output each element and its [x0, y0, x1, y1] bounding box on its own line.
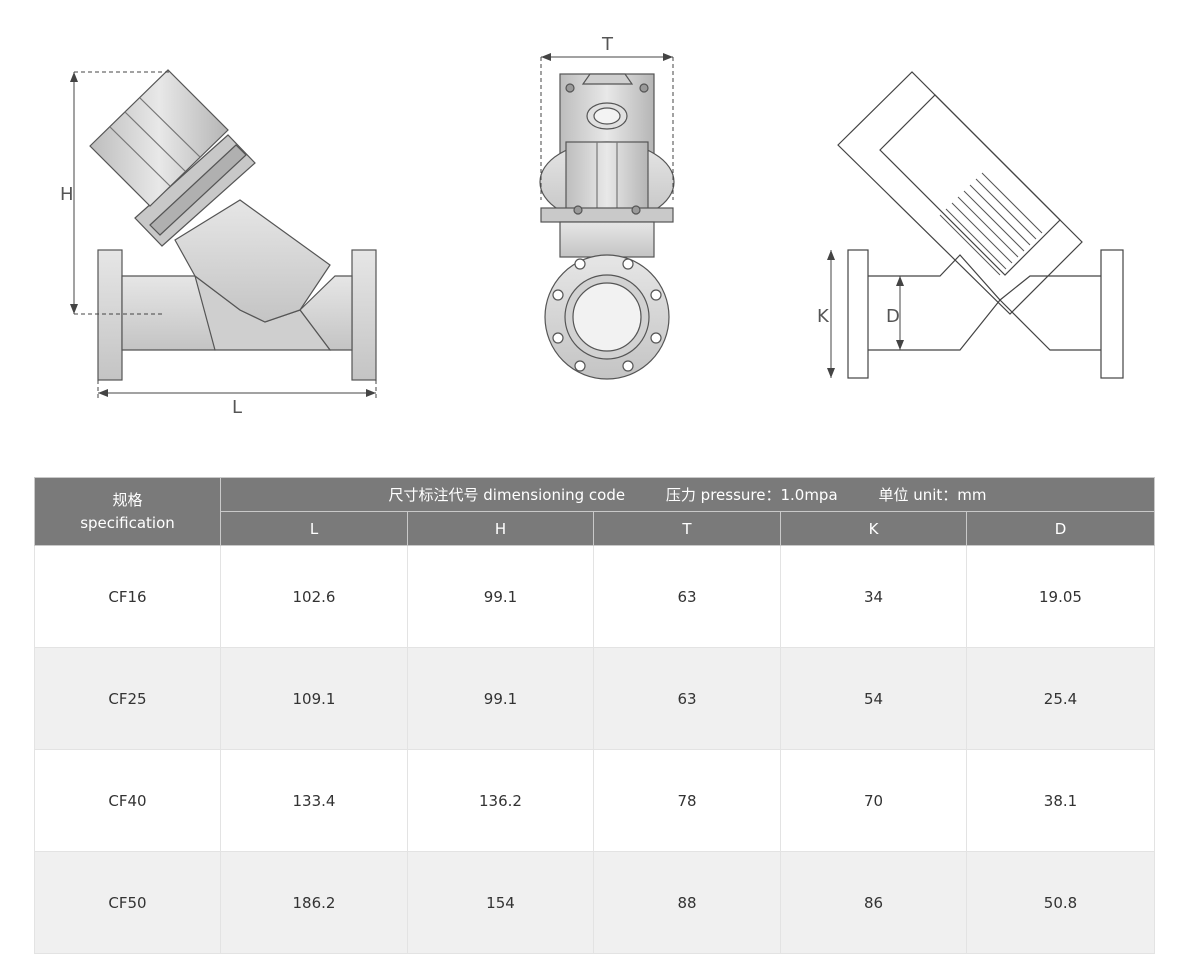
spec-header: 规格 specification	[34, 477, 221, 546]
cell-l: 102.6	[220, 545, 408, 648]
column-header-k: K	[780, 511, 967, 546]
front-view	[539, 73, 675, 380]
front-view-dimensions	[540, 56, 674, 200]
front-view-arrows	[541, 53, 673, 61]
dim-label-l: L	[232, 397, 242, 418]
cell-k: 86	[780, 851, 967, 954]
cell-k: 34	[780, 545, 967, 648]
column-header-l: L	[220, 511, 408, 546]
table-row: CF16 102.6 99.1 63 34 19.05	[34, 545, 1155, 648]
cell-h: 99.1	[407, 647, 594, 750]
side-view	[89, 69, 377, 381]
column-header-t: T	[593, 511, 781, 546]
side-view-arrows	[70, 72, 376, 397]
cell-d: 19.05	[966, 545, 1155, 648]
table-row: CF50 186.2 154 88 86 50.8	[34, 851, 1155, 954]
section-view	[837, 71, 1124, 379]
cell-l: 133.4	[220, 749, 408, 852]
cell-spec: CF16	[34, 545, 221, 648]
specification-table: 规格 specification 尺寸标注代号 dimensioning cod…	[34, 477, 1155, 954]
cell-t: 88	[593, 851, 781, 954]
pressure-header: 压力 pressure：1.0mpa	[665, 486, 838, 504]
unit-header: 单位 unit：mm	[878, 486, 987, 504]
cell-t: 63	[593, 647, 781, 750]
spec-header-en: specification	[80, 513, 175, 532]
valve-drawings: H L	[60, 34, 1124, 418]
table-row: CF25 109.1 99.1 63 54 25.4	[34, 647, 1155, 750]
cell-spec: CF25	[34, 647, 221, 750]
dim-label-h: H	[60, 184, 74, 205]
dim-label-t: T	[601, 34, 614, 55]
header-info: 尺寸标注代号 dimensioning code 压力 pressure：1.0…	[220, 477, 1155, 512]
table-row: CF40 133.4 136.2 78 70 38.1	[34, 749, 1155, 852]
cell-h: 99.1	[407, 545, 594, 648]
spec-header-cn: 规格	[112, 490, 143, 509]
cell-t: 78	[593, 749, 781, 852]
side-view-dimensions	[73, 71, 377, 398]
cell-h: 154	[407, 851, 594, 954]
column-header-h: H	[407, 511, 594, 546]
cell-spec: CF40	[34, 749, 221, 852]
cell-t: 63	[593, 545, 781, 648]
dim-label-d: D	[886, 306, 900, 327]
cell-d: 38.1	[966, 749, 1155, 852]
cell-k: 70	[780, 749, 967, 852]
section-view-dimensions	[830, 250, 901, 378]
column-header-d: D	[966, 511, 1155, 546]
cell-h: 136.2	[407, 749, 594, 852]
cell-spec: CF50	[34, 851, 221, 954]
cell-d: 25.4	[966, 647, 1155, 750]
cell-k: 54	[780, 647, 967, 750]
cell-l: 186.2	[220, 851, 408, 954]
section-view-arrows	[827, 250, 904, 378]
dimension-code-header: 尺寸标注代号 dimensioning code	[388, 486, 626, 504]
cell-l: 109.1	[220, 647, 408, 750]
cell-d: 50.8	[966, 851, 1155, 954]
dim-label-k: K	[817, 306, 830, 327]
